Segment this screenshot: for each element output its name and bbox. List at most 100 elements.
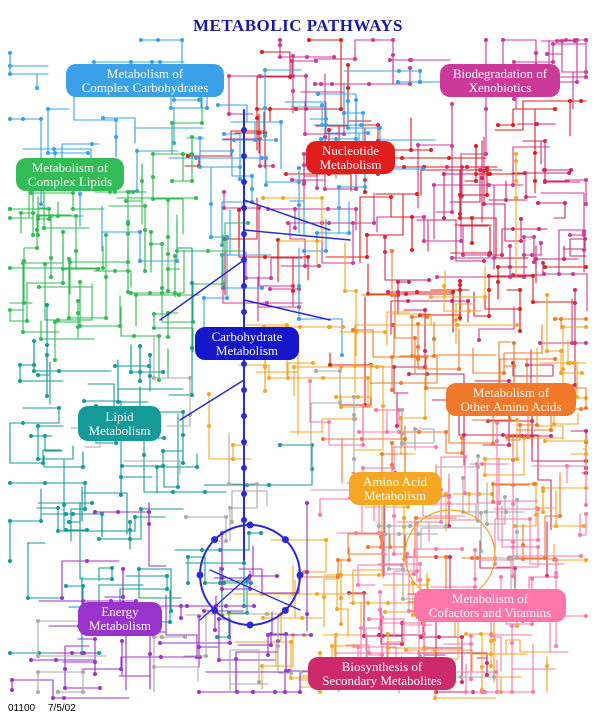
compound-node[interactable]: [316, 92, 320, 96]
compound-node[interactable]: [447, 524, 451, 528]
compound-node[interactable]: [314, 369, 318, 373]
compound-node[interactable]: [482, 259, 486, 263]
compound-node[interactable]: [281, 606, 289, 614]
compound-node[interactable]: [260, 50, 264, 54]
compound-node[interactable]: [36, 690, 40, 694]
compound-node[interactable]: [124, 199, 128, 203]
compound-node[interactable]: [35, 86, 39, 90]
compound-node[interactable]: [415, 290, 419, 294]
compound-node[interactable]: [510, 624, 514, 628]
compound-node[interactable]: [515, 498, 519, 502]
compound-node[interactable]: [49, 275, 53, 279]
category-amino-acid[interactable]: Amino Acid Metabolism: [349, 472, 441, 505]
compound-node[interactable]: [419, 635, 423, 639]
compound-node[interactable]: [36, 373, 40, 377]
compound-node[interactable]: [158, 60, 162, 64]
category-energy[interactable]: Energy Metabolism: [78, 602, 162, 636]
compound-node[interactable]: [197, 690, 201, 694]
compound-node[interactable]: [564, 38, 568, 42]
compound-node[interactable]: [29, 658, 33, 662]
compound-node[interactable]: [241, 179, 247, 185]
category-complex-lipids[interactable]: Metabolism of Complex Lipids: [16, 158, 124, 191]
compound-node[interactable]: [260, 286, 264, 290]
compound-node[interactable]: [378, 590, 382, 594]
compound-node[interactable]: [395, 424, 399, 428]
compound-node[interactable]: [8, 481, 12, 485]
compound-node[interactable]: [241, 517, 247, 523]
compound-node[interactable]: [402, 165, 406, 169]
compound-node[interactable]: [450, 256, 454, 260]
compound-node[interactable]: [237, 208, 241, 212]
compound-node[interactable]: [266, 653, 270, 657]
compound-node[interactable]: [383, 250, 387, 254]
compound-node[interactable]: [340, 353, 344, 357]
compound-node[interactable]: [8, 207, 12, 211]
compound-node[interactable]: [36, 233, 40, 237]
compound-node[interactable]: [311, 361, 315, 365]
compound-node[interactable]: [186, 581, 190, 585]
compound-node[interactable]: [160, 635, 164, 639]
compound-node[interactable]: [334, 395, 338, 399]
compound-node[interactable]: [485, 166, 489, 170]
compound-node[interactable]: [281, 536, 289, 544]
compound-node[interactable]: [241, 231, 247, 237]
compound-node[interactable]: [400, 563, 404, 567]
compound-node[interactable]: [461, 476, 465, 480]
compound-node[interactable]: [246, 521, 254, 529]
compound-node[interactable]: [246, 621, 254, 629]
compound-node[interactable]: [76, 311, 80, 315]
compound-node[interactable]: [60, 596, 64, 600]
compound-node[interactable]: [246, 221, 250, 225]
compound-node[interactable]: [257, 680, 261, 684]
compound-node[interactable]: [305, 501, 309, 505]
compound-node[interactable]: [534, 513, 538, 517]
compound-node[interactable]: [367, 617, 371, 621]
compound-node[interactable]: [264, 183, 268, 187]
compound-node[interactable]: [559, 317, 563, 321]
compound-node[interactable]: [114, 441, 118, 445]
category-xenobiotics[interactable]: Biodegradation of Xenobiotics: [440, 64, 560, 97]
compound-node[interactable]: [366, 131, 370, 135]
compound-node[interactable]: [357, 430, 361, 434]
compound-node[interactable]: [512, 341, 516, 345]
compound-node[interactable]: [268, 287, 272, 291]
compound-node[interactable]: [416, 322, 420, 326]
category-complex-carbohydrates[interactable]: Metabolism of Complex Carbohydrates: [66, 64, 224, 97]
compound-node[interactable]: [388, 58, 392, 62]
compound-node[interactable]: [307, 38, 311, 42]
compound-node[interactable]: [435, 275, 439, 279]
compound-node[interactable]: [425, 315, 429, 319]
compound-node[interactable]: [327, 128, 331, 132]
compound-node[interactable]: [196, 571, 204, 579]
compound-node[interactable]: [447, 495, 451, 499]
compound-node[interactable]: [314, 59, 318, 63]
compound-node[interactable]: [479, 511, 483, 515]
compound-node[interactable]: [470, 241, 474, 245]
compound-node[interactable]: [43, 262, 47, 266]
compound-node[interactable]: [126, 232, 130, 236]
compound-node[interactable]: [31, 233, 35, 237]
compound-node[interactable]: [101, 116, 105, 120]
compound-node[interactable]: [169, 609, 173, 613]
compound-node[interactable]: [211, 606, 219, 614]
compound-node[interactable]: [390, 249, 394, 253]
compound-node[interactable]: [29, 191, 33, 195]
compound-node[interactable]: [475, 556, 479, 560]
compound-node[interactable]: [241, 283, 247, 289]
compound-node[interactable]: [463, 491, 467, 495]
category-cofactors[interactable]: Metabolism of Cofactors and Vitamins: [414, 589, 566, 622]
compound-node[interactable]: [90, 501, 94, 505]
compound-node[interactable]: [434, 445, 438, 449]
compound-node[interactable]: [241, 491, 247, 497]
compound-node[interactable]: [241, 439, 247, 445]
compound-node[interactable]: [184, 515, 188, 519]
compound-node[interactable]: [128, 528, 132, 532]
compound-node[interactable]: [116, 510, 120, 514]
compound-node[interactable]: [460, 436, 464, 440]
compound-node[interactable]: [407, 280, 411, 284]
category-carbohydrate[interactable]: Carbohydrate Metabolism: [195, 327, 299, 360]
compound-node[interactable]: [515, 624, 519, 628]
compound-node[interactable]: [147, 364, 151, 368]
compound-node[interactable]: [104, 233, 108, 237]
compound-node[interactable]: [584, 406, 588, 410]
